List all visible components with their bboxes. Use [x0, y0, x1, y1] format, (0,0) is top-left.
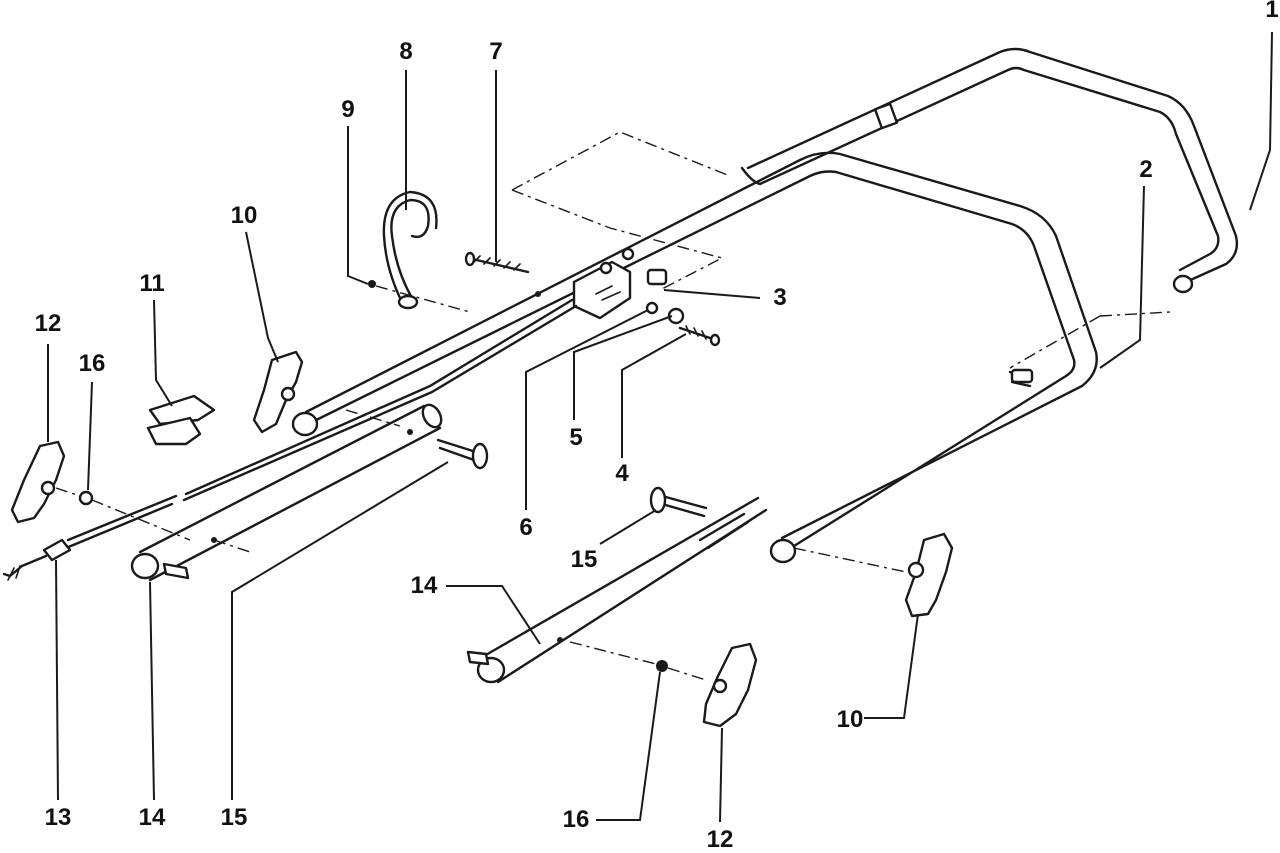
wing-knob-bottom-12 — [702, 642, 758, 728]
screw-4 — [678, 325, 721, 347]
lower-tube-mid-14 — [466, 496, 768, 684]
callout-15-bottom: 15 — [220, 804, 248, 831]
callout-6: 6 — [519, 514, 533, 541]
carriage-bolt-mid-15 — [649, 486, 708, 518]
callout-10-right: 10 — [836, 706, 864, 733]
wing-knob-left-10 — [252, 350, 304, 434]
callout-5: 5 — [569, 424, 583, 451]
callout-2: 2 — [1139, 156, 1153, 183]
callout-11: 11 — [139, 270, 165, 297]
callout-4: 4 — [615, 460, 629, 487]
lower-handle-bar — [291, 151, 1098, 564]
callout-12-left: 12 — [34, 310, 62, 337]
callout-16-left: 16 — [78, 350, 106, 377]
cable-end-13 — [2, 538, 72, 581]
upper-handle-bar — [740, 47, 1239, 294]
lower-handle-left-end — [291, 411, 319, 437]
wing-knob-left-12 — [10, 440, 66, 524]
callout-14-mid: 14 — [410, 572, 438, 599]
callout-16-bottom: 16 — [562, 806, 590, 833]
nut-bottom-16 — [656, 660, 668, 672]
lower-handle-right-end — [769, 538, 797, 564]
wing-knob-right-10 — [904, 532, 954, 618]
bolt-7 — [464, 251, 530, 274]
callout-15-mid: 15 — [570, 546, 598, 573]
cable-clip-11 — [146, 394, 216, 446]
callout-10-left: 10 — [230, 202, 258, 229]
callout-7: 7 — [489, 38, 503, 65]
carriage-bolt-left-15 — [436, 438, 489, 470]
callout-8: 8 — [399, 38, 413, 65]
nut-6 — [535, 291, 659, 315]
lower-tube-left-14 — [130, 403, 443, 582]
callout-leaders — [47, 31, 1273, 823]
bracket-boss — [646, 268, 668, 286]
nut-9 — [368, 280, 471, 313]
control-panel-outline — [511, 131, 1171, 369]
callout-1: 1 — [1265, 0, 1279, 23]
cable-hook-8 — [382, 190, 438, 310]
lower-handle-stud — [1010, 368, 1034, 384]
cable-bracket — [572, 247, 668, 320]
nut-left-16 — [78, 490, 94, 506]
callout-9: 9 — [341, 96, 355, 123]
callout-3: 3 — [773, 284, 787, 311]
callout-13: 13 — [44, 804, 72, 831]
cable-clip-tab — [873, 102, 899, 130]
assembly-centerlines — [55, 409, 907, 681]
control-cable — [64, 298, 578, 550]
callout-12-bottom: 12 — [706, 826, 734, 853]
callout-14-left: 14 — [138, 804, 166, 831]
handle-end-knob — [1172, 274, 1194, 294]
washer-5 — [667, 307, 685, 325]
